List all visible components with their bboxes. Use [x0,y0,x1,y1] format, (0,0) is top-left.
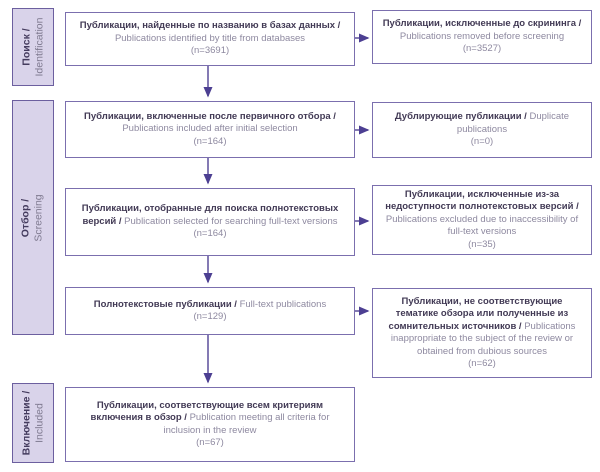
box-count: (n=0) [470,136,494,148]
box-included-final: Публикации, соответствующие всем критери… [65,387,355,462]
stage-identification: Поиск / Identification [12,8,54,86]
stage-label-ru: Отбор / [20,198,32,237]
box-count: (n=129) [193,311,227,322]
box-selected-fulltext: Публикации, отобранные для поиска полнот… [65,188,355,256]
box-count: (n=67) [196,437,224,448]
box-text-en: Publications excluded due to inaccessibi… [385,213,579,238]
box-text-ru: Публикации, отобранные для поиска полнот… [81,203,339,227]
stage-label-en: Identification [33,17,45,77]
stage-label-en: Screening [33,193,45,242]
stage-included: Включение / Included [12,383,54,463]
box-excluded-inaccessible: Публикации, исключенные из-за недоступно… [372,185,592,255]
stage-screening-label: Отбор / Screening [20,194,46,241]
box-removed-before-screening: Публикации, исключенные до скрининга / P… [372,10,592,64]
box-text-ru: Полнотекстовые публикации / [93,298,240,310]
box-text-ru: Публикации, исключенные до скрининга / [382,18,582,30]
box-included-initial: Публикации, включенные после первичного … [65,101,355,158]
box-text-ru: Публикации, не соответствующие тематике … [388,295,569,332]
box-text-en: Publications inappropriate to the subjec… [390,320,576,357]
box-fulltext: Полнотекстовые публикации / Full-text pu… [65,287,355,335]
box-text-en: Full-text publications [239,298,327,310]
box-text-en: Publication selected for searching full-… [124,215,338,227]
stage-identification-label: Поиск / Identification [20,18,46,77]
box-text-en: Publications removed before screening [399,30,565,42]
stage-label-en: Included [33,403,45,443]
stage-label-ru: Поиск / [20,28,32,66]
box-text-en: Publications identified by title from da… [114,32,306,44]
box-text-ru: Публикации, включенные после первичного … [84,110,336,122]
box-text-en: Publication meeting all criteria for inc… [163,412,330,436]
box-text-ru: Публикации, соответствующие всем критери… [90,399,324,424]
stage-included-label: Включение / Included [20,391,46,456]
box-text-ru: Публикации, найденные по названию в база… [79,20,341,32]
box-count: (n=3691) [190,45,230,57]
box-count: (n=62) [468,358,496,369]
box-count: (n=164) [193,135,227,147]
box-text-en: Duplicate publications [456,111,570,135]
box-count: (n=3527) [462,43,502,55]
box-excluded-inappropriate: Публикации, не соответствующие тематике … [372,288,592,378]
box-identified: Публикации, найденные по названию в база… [65,12,355,66]
box-text-ru: Публикации, исключенные из-за недоступно… [385,188,579,213]
box-text-en: Publications included after initial sele… [122,123,298,135]
box-duplicates: Дублирующие публикации / Duplicate publi… [372,102,592,158]
stage-screening: Отбор / Screening [12,100,54,335]
box-text-ru: Дублирующие публикации / [394,111,530,123]
stage-label-ru: Включение / [20,390,32,456]
box-count: (n=35) [468,238,496,250]
box-count: (n=164) [193,228,227,240]
